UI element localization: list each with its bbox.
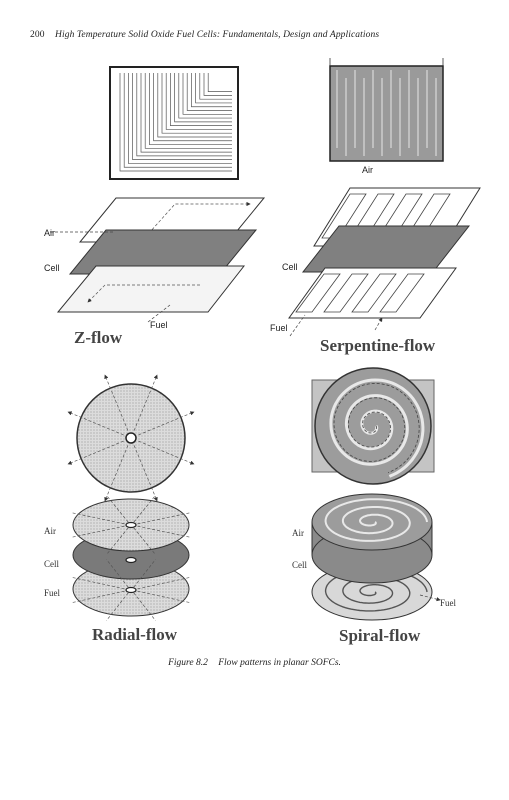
radial-air-label: Air <box>44 526 56 536</box>
z-flow-top-view <box>109 66 239 180</box>
caption-text: Flow patterns in planar SOFCs. <box>218 658 341 668</box>
serpentine-cell-label: Cell <box>282 262 298 272</box>
z-flow-title: Z-flow <box>74 328 123 347</box>
z-flow-panel: Air Cell Fuel Z-flow <box>44 66 266 347</box>
z-flow-cell-label: Cell <box>44 263 60 273</box>
radial-exploded-view <box>71 495 191 621</box>
serpentine-air-label: Air <box>362 165 373 175</box>
radial-cell-label: Cell <box>44 559 59 569</box>
running-title: High Temperature Solid Oxide Fuel Cells:… <box>55 30 380 40</box>
radial-title: Radial-flow <box>92 625 178 644</box>
z-flow-fuel-label: Fuel <box>150 320 168 330</box>
z-flow-exploded-view <box>50 197 266 323</box>
spiral-title: Spiral-flow <box>339 626 421 645</box>
spiral-flow-panel: Air Cell Fuel Spiral-flow <box>292 367 457 645</box>
caption-number: Figure 8.2 <box>168 658 208 668</box>
serpentine-top-view <box>329 58 444 162</box>
figure-caption: Figure 8.2 Flow patterns in planar SOFCs… <box>0 658 509 668</box>
radial-flow-panel: Air Cell Fuel Radial-flow <box>44 374 195 644</box>
serpentine-fuel-label: Fuel <box>270 323 288 333</box>
spiral-cell-label: Cell <box>292 560 307 570</box>
serpentine-title: Serpentine-flow <box>320 336 436 355</box>
spiral-fuel-label: Fuel <box>440 598 457 608</box>
page-number: 200 <box>30 30 45 40</box>
running-header: 200 High Temperature Solid Oxide Fuel Ce… <box>30 30 379 40</box>
spiral-top-view <box>311 367 435 485</box>
serpentine-exploded-view <box>288 187 481 337</box>
serpentine-flow-panel: Air Cell Fuel Serpentine-flow <box>270 58 481 355</box>
spiral-air-label: Air <box>292 528 304 538</box>
z-flow-air-label: Air <box>44 228 55 238</box>
radial-top-view <box>67 374 195 502</box>
radial-fuel-label: Fuel <box>44 588 61 598</box>
spiral-exploded-view <box>311 493 441 621</box>
